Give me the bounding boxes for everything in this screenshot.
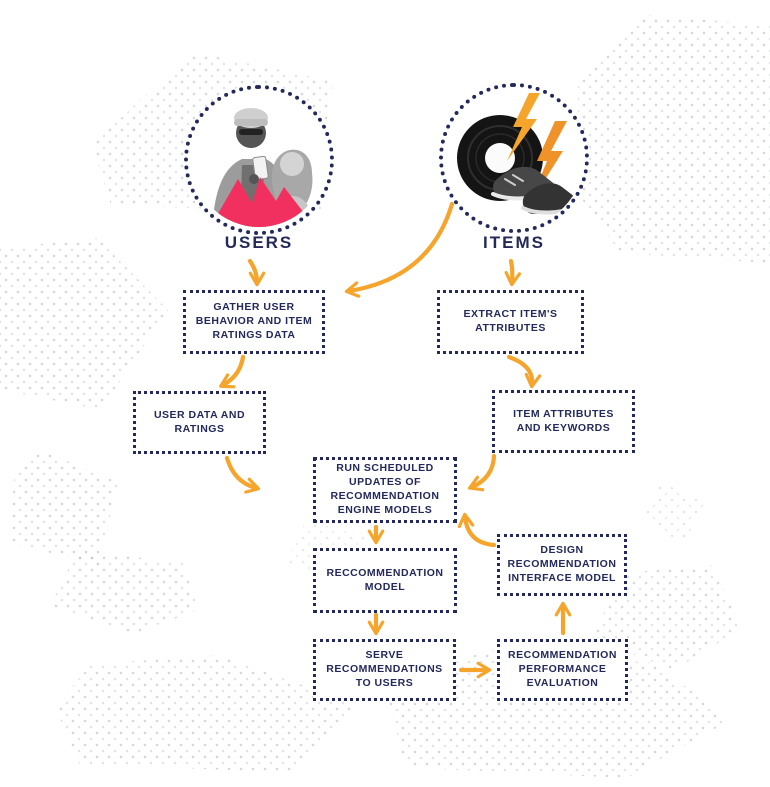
- dot-pattern-patch: [642, 482, 706, 544]
- pink-mountains: [208, 177, 318, 227]
- man-hand: [249, 174, 259, 184]
- node-gather-user-behavior: GATHER USER BEHAVIOR AND ITEM RATINGS DA…: [183, 290, 325, 354]
- node-extract-item-attributes: EXTRACT ITEM'S ATTRIBUTES: [437, 290, 584, 354]
- man-beanie-band: [234, 119, 268, 126]
- arrow-items-extract: [504, 258, 522, 287]
- node-serve-recommendations: SERVE RECOMMENDATIONS TO USERS: [313, 639, 456, 701]
- arrow-design-run: [457, 512, 497, 548]
- users-photo: [208, 108, 318, 227]
- lightning-icon: [507, 93, 540, 161]
- dot-pattern-patch: [578, 15, 770, 263]
- arrow-gather-userdata: [219, 354, 246, 389]
- arrow-extract-itemattr: [506, 354, 542, 389]
- arrow-userdata-run: [224, 455, 261, 494]
- arrow-users-gather: [247, 258, 266, 287]
- node-run-scheduled-updates: RUN SCHEDULED UPDATES OF RECOMMENDATION …: [313, 457, 457, 523]
- users-label: USERS: [224, 233, 294, 252]
- node-recommendation-performance-evaluation: RECOMMENDATION PERFORMANCE EVALUATION: [497, 639, 628, 701]
- woman-face: [280, 152, 304, 176]
- arrow-items-gather: [344, 201, 455, 298]
- node-user-data-ratings: USER DATA AND RATINGS: [133, 391, 266, 454]
- arrow-itemattr-run: [467, 453, 497, 492]
- users-circle: [184, 85, 334, 235]
- items-label: ITEMS: [483, 233, 545, 252]
- dot-pattern-patch: [55, 655, 355, 773]
- man-sunglasses: [239, 129, 263, 135]
- dot-pattern-patch: [0, 238, 168, 410]
- dot-pattern-patch: [8, 450, 118, 565]
- items-photo: [457, 93, 582, 215]
- phone: [252, 155, 269, 180]
- node-design-recommendation-interface: DESIGN RECOMMENDATION INTERFACE MODEL: [497, 534, 627, 596]
- node-item-attributes-keywords: ITEM ATTRIBUTES AND KEYWORDS: [492, 390, 635, 453]
- dot-pattern-patch: [50, 552, 200, 634]
- items-circle: [439, 83, 589, 233]
- node-recommendation-model: RECCOMMENDATION MODEL: [313, 548, 457, 613]
- vinyl-hole: [485, 143, 515, 173]
